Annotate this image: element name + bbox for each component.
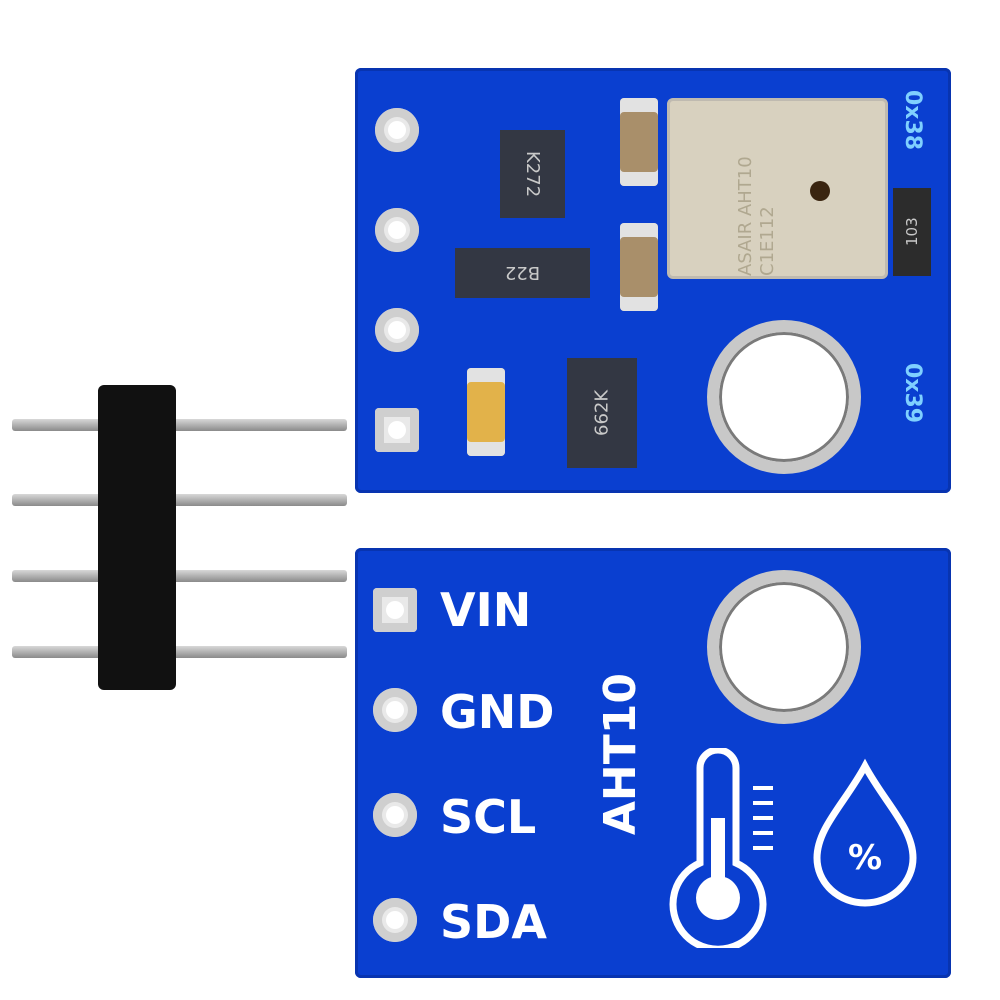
through-hole-pad [373, 588, 417, 632]
mounting-hole [707, 570, 861, 724]
sensor-vent-hole [810, 181, 830, 201]
through-hole-pad [373, 898, 417, 942]
thermometer-icon [669, 748, 773, 948]
header-pin [12, 570, 347, 582]
header-pin [12, 419, 347, 431]
header-pin [12, 494, 347, 506]
sensor-marking: ASAIR AHT10 C1E112 [735, 156, 778, 276]
voltage-regulator: 662K [567, 358, 637, 468]
resistor: 103 [893, 188, 931, 276]
header-pin [12, 646, 347, 658]
through-hole-pad [375, 208, 419, 252]
resistor-array: B22 [455, 248, 590, 298]
i2c-address-label: 0x38 [900, 90, 925, 151]
capacitor [620, 98, 658, 186]
pin-label-scl: SCL [440, 790, 537, 844]
pin-label-gnd: GND [440, 685, 555, 739]
through-hole-pad [375, 308, 419, 352]
ic-chip: K272 [500, 130, 565, 218]
i2c-address-label: 0x39 [900, 363, 925, 424]
pin-label-sda: SDA [440, 895, 547, 949]
capacitor [620, 223, 658, 311]
pcb-label-side: VIN GND SCL SDA AHT10 % [355, 548, 951, 978]
pcb-component-side: K272 B22 662K ASAIR AHT10 C1E112 103 0x3… [355, 68, 951, 493]
humidity-drop-icon [813, 758, 917, 907]
aht10-sensor: ASAIR AHT10 C1E112 [667, 98, 888, 279]
pin-label-vin: VIN [440, 583, 532, 637]
humidity-percent-symbol: % [848, 838, 883, 878]
through-hole-pad [375, 108, 419, 152]
capacitor [467, 368, 505, 456]
module-name: AHT10 [595, 673, 646, 836]
through-hole-pad [373, 688, 417, 732]
header-plastic-body [98, 385, 176, 690]
through-hole-pad [373, 793, 417, 837]
mounting-hole [707, 320, 861, 474]
through-hole-pad [375, 408, 419, 452]
